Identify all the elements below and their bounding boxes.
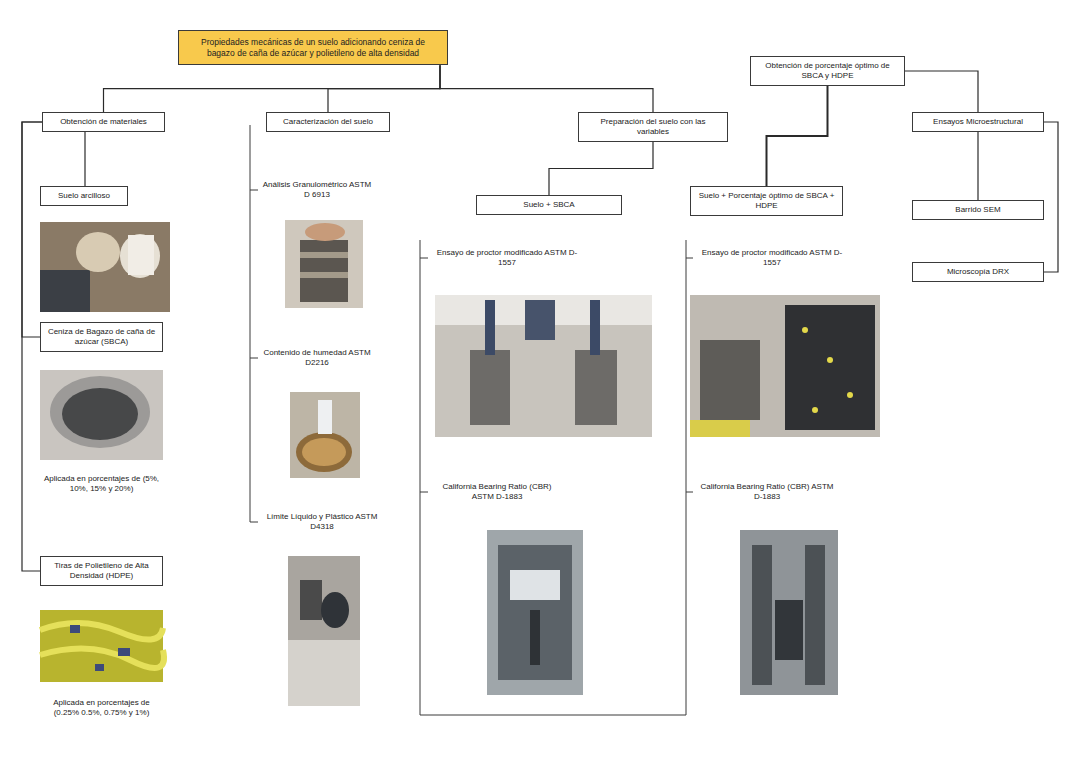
test-label: Ensayo de proctor modificado ASTM D-1557 <box>432 248 582 268</box>
material-box: Suelo arcilloso <box>40 186 128 206</box>
process-box: Obtención de materiales <box>42 112 165 132</box>
title-box: Propiedades mecánicas de un suelo adicio… <box>178 30 448 65</box>
photo-ash <box>40 370 163 460</box>
photo-moisture <box>290 392 360 478</box>
test-label: California Bearing Ratio (CBR) ASTM D-18… <box>432 482 562 502</box>
box-text: Obtención de materiales <box>48 117 159 127</box>
connector <box>1044 122 1058 272</box>
photo-hdpe <box>40 610 164 682</box>
process-box: Ensayos Microestructural <box>912 112 1044 132</box>
connector <box>85 132 86 186</box>
box-text: Tiras de Polietileno de Alta Densidad (H… <box>46 561 157 581</box>
connector <box>104 65 441 112</box>
process-box: Suelo + Porcentaje óptimo de SBCA + HDPE <box>690 186 843 216</box>
test-label: Límite Líquido y Plástico ASTM D4318 <box>262 512 382 532</box>
box-text: Suelo + Porcentaje óptimo de SBCA + HDPE <box>696 191 837 211</box>
connector-line <box>1044 122 1058 272</box>
connector-line <box>22 122 42 337</box>
test-label: Contenido de humedad ASTM D2216 <box>262 348 372 368</box>
box-text: Propiedades mecánicas de un suelo adicio… <box>187 37 439 58</box>
connector <box>22 122 42 571</box>
connector-line <box>549 142 653 195</box>
connector-line <box>84 132 85 186</box>
process-box: Caracterización del suelo <box>266 112 390 132</box>
box-text: Ensayos Microestructural <box>918 117 1038 127</box>
test-label: Aplicada en porcentajes de (5%, 10%, 15%… <box>40 474 163 494</box>
process-box: Preparación del suelo con las variables <box>578 112 728 142</box>
test-label: Ensayo de proctor modificado ASTM D-1557 <box>697 248 847 268</box>
connector <box>905 71 978 112</box>
box-text: Caracterización del suelo <box>272 117 384 127</box>
photo-proctor-sbca <box>435 295 652 437</box>
connector-line <box>905 71 978 112</box>
connector <box>549 142 653 195</box>
connector <box>22 122 42 337</box>
photo-limits <box>288 556 360 706</box>
connector-line <box>22 122 42 571</box>
photo-cbr-hdpe <box>740 530 838 695</box>
test-label: Análisis Granulométrico ASTM D 6913 <box>262 180 372 200</box>
leader-lines <box>250 125 693 715</box>
process-box: Microscopía DRX <box>912 262 1044 282</box>
photo-sieve <box>285 220 363 308</box>
box-text: Ceniza de Bagazo de caña de azúcar (SBCA… <box>46 327 157 347</box>
connector <box>328 65 440 112</box>
process-box: Obtención de porcentaje óptimo de SBCA y… <box>750 56 905 86</box>
connector-line <box>767 86 828 186</box>
connector-line <box>977 132 978 200</box>
connector <box>440 65 653 112</box>
box-text: Preparación del suelo con las variables <box>584 117 722 137</box>
photo-cbr-sbca <box>487 530 583 695</box>
process-box: Barrido SEM <box>912 200 1044 220</box>
photo-soil <box>40 222 170 312</box>
leader-line <box>250 125 258 522</box>
test-label: California Bearing Ratio (CBR) ASTM D-18… <box>697 482 837 502</box>
box-text: Barrido SEM <box>918 205 1038 215</box>
photo-proctor-hdpe <box>690 295 880 437</box>
process-box: Suelo + SBCA <box>476 195 622 215</box>
material-box: Ceniza de Bagazo de caña de azúcar (SBCA… <box>40 322 163 352</box>
connector-line <box>328 65 440 112</box>
connector-line <box>104 65 441 112</box>
material-box: Tiras de Polietileno de Alta Densidad (H… <box>40 556 163 586</box>
connector <box>767 86 828 186</box>
box-text: Suelo + SBCA <box>482 200 616 210</box>
box-text: Obtención de porcentaje óptimo de SBCA y… <box>756 61 899 81</box>
box-text: Suelo arcilloso <box>46 191 122 201</box>
connector-line <box>440 65 653 112</box>
test-label: Aplicada en porcentajes de (0.25% 0.5%, … <box>40 698 163 718</box>
connector <box>978 132 979 200</box>
box-text: Microscopía DRX <box>918 267 1038 277</box>
